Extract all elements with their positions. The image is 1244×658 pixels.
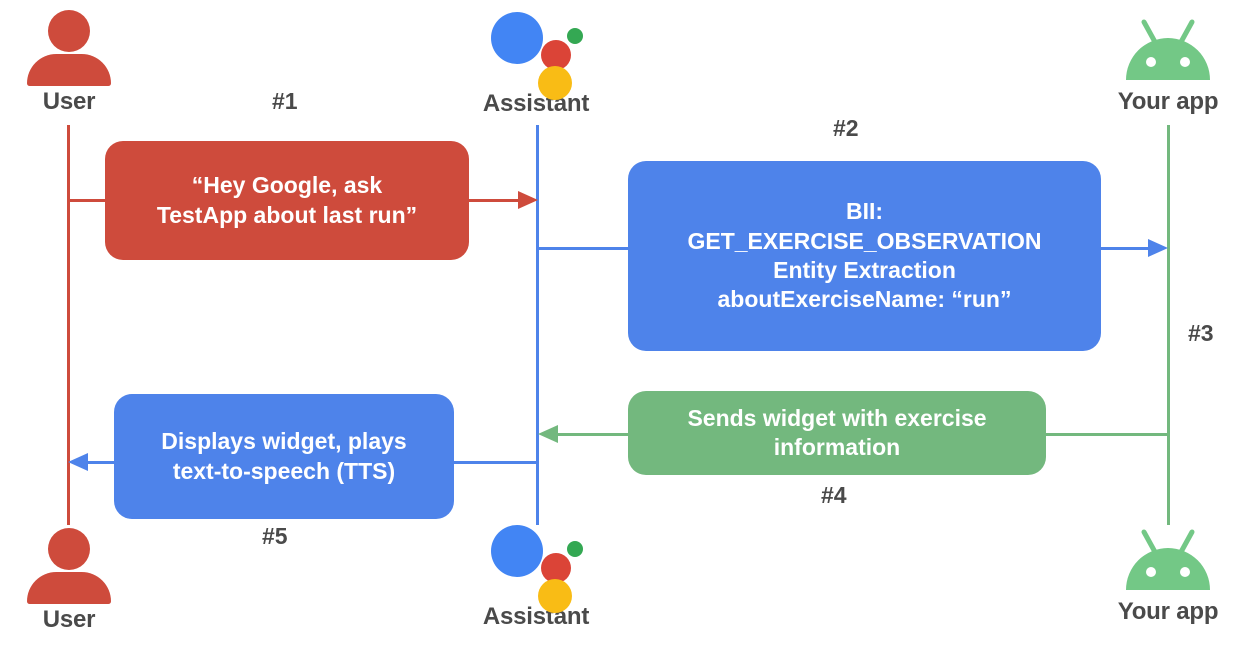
message-step2-line2: GET_EXERCISE_OBSERVATION	[687, 227, 1042, 254]
arrow-line-step2	[537, 247, 647, 250]
step-number-1: #1	[272, 88, 298, 114]
assistant-blue-dot-icon	[491, 525, 543, 577]
actor-assistant-top: Assistant	[461, 8, 611, 116]
assistant-yellow-dot-icon	[538, 66, 572, 100]
actor-label-user-top: User	[42, 88, 96, 115]
lifeline-user	[67, 125, 70, 525]
actor-label-your-app-top: Your app	[1117, 88, 1219, 115]
android-robot-icon	[1120, 18, 1216, 84]
step-number-5: #5	[262, 523, 288, 549]
assistant-green-dot-icon	[567, 28, 583, 44]
arrow-head-step1	[518, 191, 538, 209]
message-step1-line2: TestApp about last run”	[156, 201, 418, 228]
message-step4-line2: information	[773, 434, 901, 460]
user-head-shape	[48, 10, 90, 52]
android-robot-icon	[1120, 528, 1216, 594]
actor-assistant-bottom: Assistant	[461, 521, 611, 629]
actor-label-your-app-bottom: Your app	[1117, 598, 1219, 625]
message-step1-line1: “Hey Google, ask	[191, 172, 383, 199]
arrow-head-step4	[538, 425, 558, 443]
user-body-shape	[27, 54, 111, 86]
actor-your-app-bottom: Your app	[1093, 528, 1243, 624]
user-body-shape	[27, 572, 111, 604]
step-number-4: #4	[821, 482, 847, 508]
message-step4-line1: Sends widget with exercise	[687, 404, 987, 431]
actor-user-top: User	[0, 10, 144, 114]
lifeline-assistant	[536, 125, 539, 525]
step-number-3: #3	[1188, 320, 1214, 346]
assistant-red-dot-icon	[541, 40, 571, 70]
assistant-blue-dot-icon	[491, 12, 543, 64]
google-assistant-icon	[489, 521, 583, 613]
message-step2-line1: BII:	[845, 198, 884, 225]
actor-label-user-bottom: User	[42, 606, 96, 633]
arrow-head-step5	[68, 453, 88, 471]
message-box-step4: Sends widget with exercise information	[628, 391, 1046, 475]
actor-user-bottom: User	[0, 528, 144, 632]
lifeline-your-app	[1167, 125, 1170, 525]
assistant-yellow-dot-icon	[538, 579, 572, 613]
step-number-2: #2	[833, 115, 859, 141]
message-box-step2: BII: GET_EXERCISE_OBSERVATION Entity Ext…	[628, 161, 1101, 351]
user-avatar-icon	[27, 10, 111, 86]
assistant-green-dot-icon	[567, 541, 583, 557]
message-step5-line2: text-to-speech (TTS)	[172, 457, 396, 484]
actor-label-assistant-top: Assistant	[482, 90, 590, 117]
message-step2-line4: aboutExerciseName: “run”	[717, 286, 1012, 313]
user-avatar-icon	[27, 528, 111, 604]
actor-label-assistant-bottom: Assistant	[482, 603, 590, 630]
message-step5-line1: Displays widget, plays	[161, 428, 407, 455]
google-assistant-icon	[489, 8, 583, 100]
user-head-shape	[48, 528, 90, 570]
actor-your-app-top: Your app	[1093, 18, 1243, 114]
message-box-step5: Displays widget, plays text-to-speech (T…	[114, 394, 454, 519]
message-box-step1: “Hey Google, ask TestApp about last run”	[105, 141, 469, 260]
assistant-red-dot-icon	[541, 553, 571, 583]
message-step2-line3: Entity Extraction	[773, 257, 956, 283]
arrow-head-step3	[1148, 239, 1168, 257]
arrow-line-step3	[1096, 247, 1152, 250]
